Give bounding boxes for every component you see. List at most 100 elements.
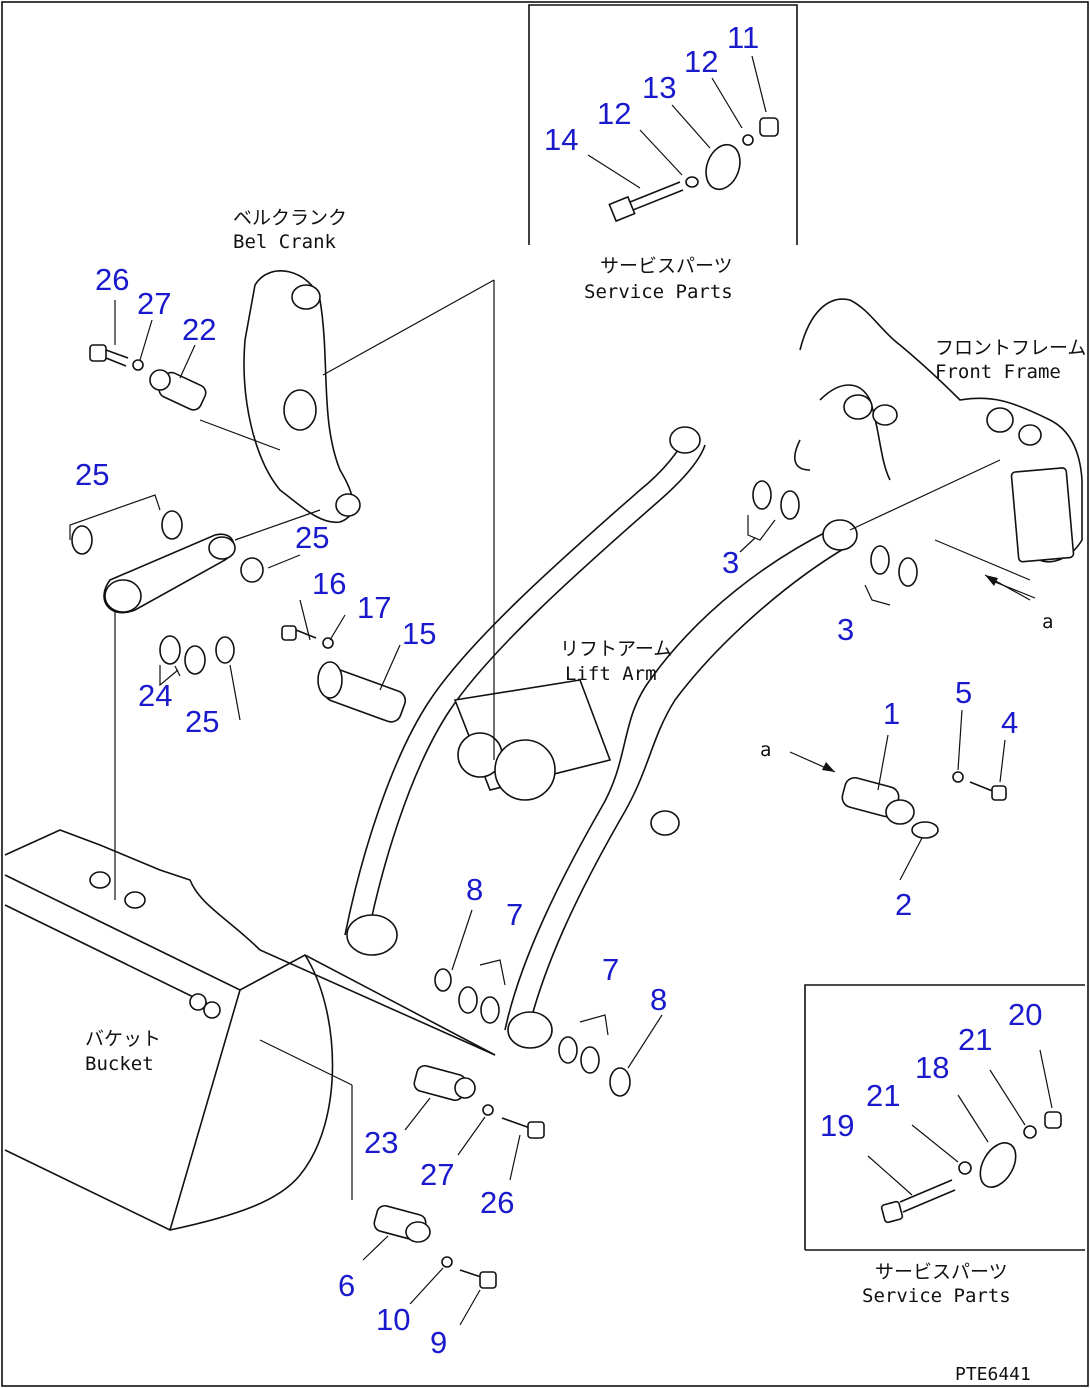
callout-17: 17 xyxy=(357,590,391,625)
view-arrow-mid: a xyxy=(760,739,836,773)
callout-26a: 26 xyxy=(95,262,129,297)
bell-crank xyxy=(199,270,495,760)
callout-10: 10 xyxy=(376,1302,410,1337)
leader-lines xyxy=(114,300,1006,1326)
callout-21a: 21 xyxy=(866,1078,900,1113)
shim-25b xyxy=(240,557,264,583)
shims-24 xyxy=(159,635,206,687)
nut-20 xyxy=(1044,1111,1062,1129)
bolt-9 xyxy=(459,1269,497,1289)
callout-25c: 25 xyxy=(185,704,219,739)
svg-text:a: a xyxy=(1042,611,1053,633)
callout-20: 20 xyxy=(1008,997,1042,1032)
washer-21a xyxy=(958,1161,972,1175)
callout-3a: 3 xyxy=(722,545,739,580)
label-lift-arm-en: Lift Arm xyxy=(565,663,657,685)
pin-1 xyxy=(841,776,915,825)
callout-7b: 7 xyxy=(602,952,619,987)
callout-18: 18 xyxy=(915,1050,949,1085)
label-service-parts-bottom-jp: サービスパーツ xyxy=(875,1261,1008,1283)
callout-4: 4 xyxy=(1001,705,1018,740)
drawing-code: PTE6441 xyxy=(955,1364,1031,1385)
washer-17 xyxy=(322,637,334,649)
plate-2 xyxy=(911,821,939,839)
bucket xyxy=(4,829,496,1232)
label-bell-crank-en: Bel Crank xyxy=(233,231,337,253)
washer-5 xyxy=(952,771,964,783)
ring-13 xyxy=(705,143,741,191)
bolt-4 xyxy=(969,781,1007,801)
label-service-parts-bottom-en: Service Parts xyxy=(862,1285,1011,1307)
callout-26b: 26 xyxy=(480,1185,514,1220)
callout-2: 2 xyxy=(895,887,912,922)
bolt-26a xyxy=(89,344,129,367)
callout-24: 24 xyxy=(138,678,172,713)
bolt-26b xyxy=(501,1117,545,1139)
label-service-parts-top-en: Service Parts xyxy=(584,281,733,303)
shim-25c xyxy=(215,636,235,664)
washer-27b xyxy=(482,1104,494,1116)
shim-8a xyxy=(434,968,452,992)
callout-19: 19 xyxy=(820,1108,854,1143)
label-bell-crank-jp: ベルクランク xyxy=(233,207,347,229)
callout-12a: 12 xyxy=(597,96,631,131)
shims-3b xyxy=(864,545,918,606)
label-front-frame-en: Front Frame xyxy=(935,361,1061,383)
label-service-parts-top-jp: サービスパーツ xyxy=(600,255,733,277)
shim-8b xyxy=(609,1067,631,1097)
washer-12b xyxy=(742,134,754,146)
front-frame xyxy=(794,298,1083,599)
callout-11: 11 xyxy=(727,20,759,55)
washer-12a xyxy=(685,176,699,188)
label-front-frame-jp: フロントフレーム xyxy=(935,337,1086,359)
callout-25a: 25 xyxy=(75,457,109,492)
lift-arm xyxy=(344,426,858,1049)
shims-7b xyxy=(558,1014,609,1074)
callout-21b: 21 xyxy=(958,1022,992,1057)
callout-7a: 7 xyxy=(506,897,523,932)
bolt-19 xyxy=(880,1179,956,1224)
callout-23: 23 xyxy=(364,1125,398,1160)
callout-16: 16 xyxy=(312,566,346,601)
callout-1: 1 xyxy=(883,696,900,731)
callout-15: 15 xyxy=(402,616,436,651)
callout-25b: 25 xyxy=(295,520,329,555)
pin-15 xyxy=(317,661,407,723)
svg-text:a: a xyxy=(760,739,771,761)
label-bucket-jp: バケット xyxy=(85,1028,161,1050)
callout-13: 13 xyxy=(642,70,676,105)
bolt-14 xyxy=(608,181,684,223)
callout-14: 14 xyxy=(544,122,578,157)
washer-27a xyxy=(132,359,144,371)
callout-3b: 3 xyxy=(837,612,854,647)
service-parts-inset-top xyxy=(528,4,798,245)
pin-6 xyxy=(373,1204,431,1243)
pin-22 xyxy=(149,369,207,411)
callout-27b: 27 xyxy=(420,1157,454,1192)
ring-18 xyxy=(979,1142,1017,1188)
callout-6: 6 xyxy=(338,1268,355,1303)
callout-27a: 27 xyxy=(137,286,171,321)
shims-3a xyxy=(747,480,800,541)
callout-5: 5 xyxy=(955,675,972,710)
washer-10 xyxy=(441,1256,453,1268)
pin-23 xyxy=(413,1064,476,1102)
shims-25a xyxy=(69,494,183,555)
nut-11 xyxy=(759,117,779,137)
callout-8b: 8 xyxy=(650,982,667,1017)
callout-12b: 12 xyxy=(684,44,718,79)
bolt-16 xyxy=(281,625,317,641)
service-parts-inset-bottom xyxy=(804,984,1085,1251)
callout-numbers: 11 12 13 12 14 26 27 22 25 25 16 17 15 2… xyxy=(75,20,1042,1360)
label-bucket-en: Bucket xyxy=(85,1053,154,1075)
part-labels: ベルクランク Bel Crank サービスパーツ Service Parts フ… xyxy=(85,207,1086,1385)
shims-7a xyxy=(458,959,506,1024)
washer-21b xyxy=(1023,1125,1037,1139)
callout-9: 9 xyxy=(430,1325,447,1360)
callout-8a: 8 xyxy=(466,872,483,907)
callout-22: 22 xyxy=(182,312,216,347)
view-arrow-top: a xyxy=(984,574,1053,633)
label-lift-arm-jp: リフトアーム xyxy=(560,638,672,660)
